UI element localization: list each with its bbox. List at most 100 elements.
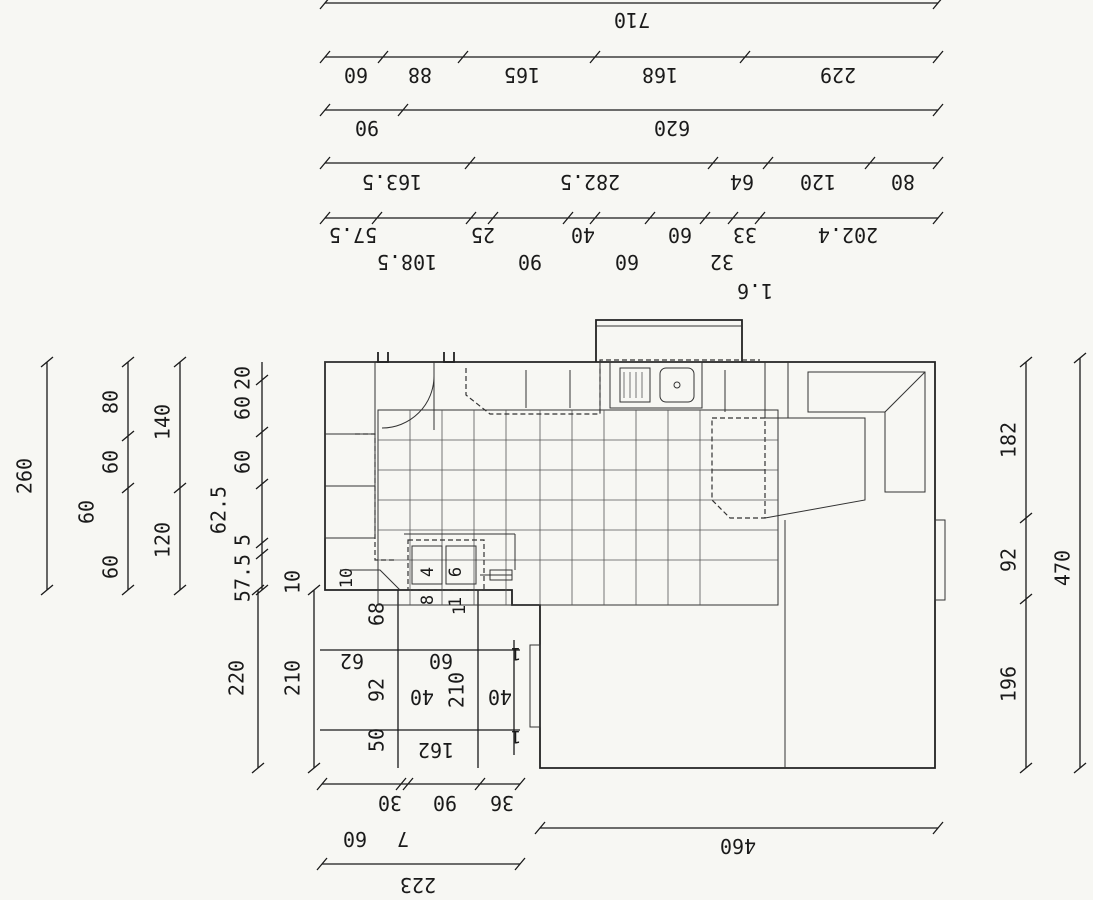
dim-label: 60: [615, 250, 639, 274]
dim-label: 20: [231, 366, 255, 390]
dim-label: 57.5: [329, 223, 377, 247]
dim-label: 36: [490, 791, 514, 815]
dim-label: 620: [654, 116, 690, 140]
dim-label: 50: [365, 728, 389, 752]
dim-col-2: [121, 356, 135, 596]
dim-col-3: [173, 356, 187, 596]
dim-col-4: [255, 362, 269, 596]
dim-row-1: [319, 0, 942, 10]
window-right: [934, 519, 946, 601]
dim-label: 80: [891, 170, 915, 194]
dim-label: 140: [151, 404, 175, 440]
dim-label: 60: [344, 63, 368, 87]
bottom-dimension-labels: 30 90 36 7 60 460 223: [343, 791, 756, 897]
dim-label: 196: [997, 666, 1021, 702]
dim-label: 88: [408, 63, 432, 87]
dim-label: 163.5: [362, 170, 422, 194]
tile-grid: [377, 409, 779, 606]
corner-cabinet: [711, 417, 766, 519]
dim-label: 6: [446, 567, 466, 577]
fixture-cluster: [340, 533, 516, 591]
bottom-dimension-chains: [316, 777, 944, 871]
dim-row-5: [319, 211, 944, 225]
dim-label: 30: [378, 791, 402, 815]
dim-label: 5: [231, 534, 255, 546]
dim-label: 60: [668, 223, 692, 247]
dim-label: 1: [450, 605, 470, 615]
dim-label: 282.5: [560, 170, 620, 194]
dim-label: 210: [445, 672, 469, 708]
dim-label: 210: [281, 660, 305, 696]
dim-label: 1.6: [737, 279, 773, 303]
l-seat-line: [884, 371, 926, 413]
dim-label: 40: [488, 685, 512, 709]
left-cabinet-dash: [355, 433, 395, 561]
dim-label: 68: [365, 602, 389, 626]
dim-label: 92: [997, 548, 1021, 572]
dim-label: 4: [418, 567, 438, 577]
dim-label: 64: [730, 170, 754, 194]
dim-label: 62.5: [207, 486, 231, 534]
dim-label: 470: [1051, 550, 1075, 586]
dim-label: 120: [151, 522, 175, 558]
dim-label: 108.5: [377, 250, 437, 274]
dim-label: 120: [800, 170, 836, 194]
counter-top: [465, 368, 601, 415]
left-cabinet: [324, 433, 376, 487]
corner-bench: [764, 417, 866, 519]
dim-label: 60: [343, 827, 367, 851]
dim-label: 220: [225, 660, 249, 696]
top-dimension-chains: [319, 0, 944, 225]
top-dimension-labels: 710 60 88 165 168 229 90 620 163.5 282.5…: [329, 8, 915, 303]
dim-row-4: [319, 156, 944, 170]
dim-label: 7: [397, 827, 409, 851]
dim-label: 260: [13, 458, 37, 494]
door-swing: [381, 375, 435, 429]
door-jamb-left: [377, 352, 389, 363]
window-bay: [595, 319, 743, 362]
dim-label: 80: [99, 390, 123, 414]
dim-label: 10: [281, 570, 305, 594]
sink-unit: [609, 361, 703, 409]
left-cabinet: [324, 361, 376, 435]
dim-label: 60: [231, 450, 255, 474]
dim-label: 25: [471, 223, 495, 247]
dim-label: 57.5: [231, 554, 255, 602]
dim-label: 10: [337, 568, 357, 588]
dim-label: 90: [355, 116, 379, 140]
dim-label: 60: [75, 500, 99, 524]
floor-plan-geometry: [324, 319, 946, 769]
dim-label: 33: [733, 223, 757, 247]
dim-label: 223: [400, 873, 436, 897]
dim-label: 162: [418, 738, 454, 762]
left-dimension-chains: [40, 356, 269, 596]
dim-label: 90: [518, 250, 542, 274]
dim-label: 40: [410, 685, 434, 709]
dim-label: 168: [642, 63, 678, 87]
dim-label: 60: [429, 649, 453, 673]
left-dimension-labels: 260 60 60 60 80 120 140 62.5 60 60 20 57…: [13, 366, 255, 602]
right-dimension-chains: [1019, 352, 1087, 774]
dim-row-2: [319, 50, 944, 64]
dim-label: 62: [340, 649, 364, 673]
door-jamb-right: [443, 352, 455, 363]
dim-label: 90: [433, 791, 457, 815]
dim-label: 60: [231, 396, 255, 420]
dim-label: 1: [511, 726, 521, 746]
lower-left-dimension-labels: 220 210 10 68 92 62 50 10 8 4 6 1 40 40 …: [225, 567, 522, 762]
dim-label: 229: [820, 63, 856, 87]
dim-row-3: [319, 103, 944, 117]
dim-label: 40: [571, 223, 595, 247]
dim-label: 182: [997, 422, 1021, 458]
dim-label: 60: [99, 450, 123, 474]
dim-label: 32: [710, 250, 734, 274]
dim-label: 1: [511, 643, 521, 663]
lower-left-dimension-lines: [251, 584, 520, 774]
window-lower-left: [529, 644, 541, 728]
dim-label: 710: [614, 8, 650, 32]
dim-label: 460: [720, 834, 756, 858]
dim-label: 60: [99, 555, 123, 579]
left-cabinet: [324, 485, 376, 539]
dim-label: 1: [446, 597, 466, 607]
